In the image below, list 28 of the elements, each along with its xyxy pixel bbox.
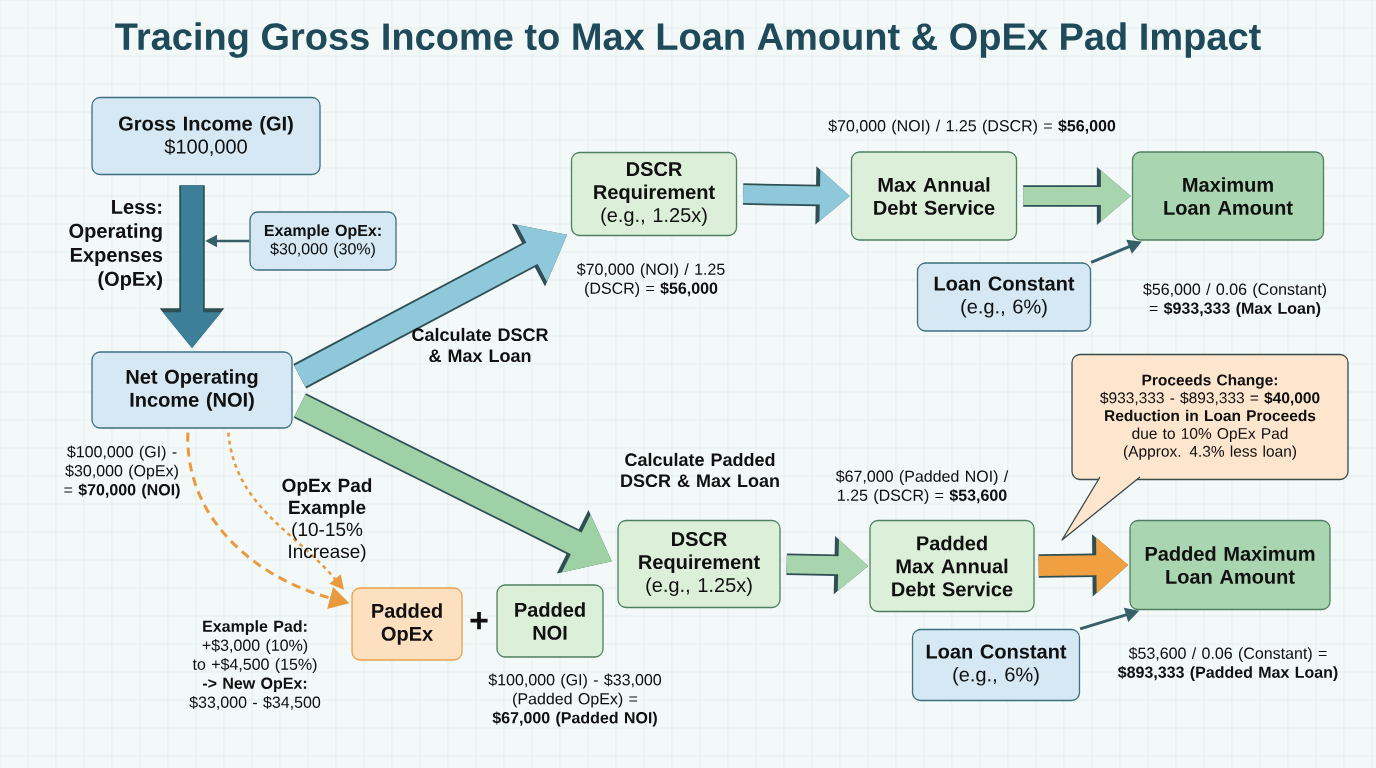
calculation-text: $53,600 / 0.06 (Constant) = $893,333 (Padded Max Loan) — [1117, 646, 1338, 682]
process-box: DSCR Requirement (e.g., 1.25x) — [617, 519, 781, 609]
calculation-text: $100,000 (GI) - $30,000 (OpEx) = $70,000 (NOI) — [64, 445, 180, 499]
callout-bubble: Proceeds Change: $933,333 - $893,333 = $40,000 Reduction in Loan Proceeds due to 10% OpEx Pad (Approx. 4.3% less loan) — [1061, 353, 1349, 541]
process-box: Padded NOI — [496, 584, 604, 658]
calculation-text: Example Pad: +$3,000 (10%) to +$4,500 (15%) -> New OpEx: $33,000 - $34,500 — [189, 620, 321, 710]
edge-label: Calculate Padded DSCR & Max Loan — [621, 452, 779, 488]
input-box: Loan Constant (e.g., 6%) — [916, 262, 1092, 332]
process-box: Net Operating Income (NOI) — [91, 351, 293, 429]
edge-label: Less: Operating Expenses (OpEx) — [69, 200, 163, 290]
edge-label: Calculate DSCR & Max Loan — [412, 327, 549, 363]
process-box: Padded Max Annual Debt Service — [869, 519, 1035, 613]
process-box: DSCR Requirement (e.g., 1.25x) — [570, 151, 738, 237]
calculation-text: $100,000 (GI) - $33,000 (Padded OpEx) = $67,000 (Padded NOI) — [488, 673, 662, 727]
calculation-text: $67,000 (Padded NOI) / 1.25 (DSCR) = $53,600 — [835, 469, 1009, 505]
calculation-text: $70,000 (NOI) / 1.25 (DSCR) = $56,000 — [828, 119, 1116, 135]
process-box: Gross Income (GI) $100,000 — [91, 96, 321, 176]
title: Tracing Gross Income to Max Loan Amount & OpEx Pad Impact — [115, 22, 1261, 58]
plus-sign: + — [470, 612, 488, 630]
note-box: Example OpEx: $30,000 (30%) — [249, 211, 397, 271]
edge-label: OpEx Pad Example (10-15% Increase) — [282, 478, 372, 562]
calculation-text: $56,000 / 0.06 (Constant) = $933,333 (Max Loan) — [1143, 282, 1326, 318]
result-box: Padded Maximum Loan Amount — [1129, 519, 1331, 611]
process-box: Max Annual Debt Service — [850, 151, 1018, 241]
process-box: Padded OpEx — [351, 587, 463, 661]
input-box: Loan Constant (e.g., 6%) — [911, 628, 1081, 702]
calculation-text: $70,000 (NOI) / 1.25 (DSCR) = $56,000 — [576, 262, 725, 298]
result-box: Maximum Loan Amount — [1131, 151, 1325, 241]
